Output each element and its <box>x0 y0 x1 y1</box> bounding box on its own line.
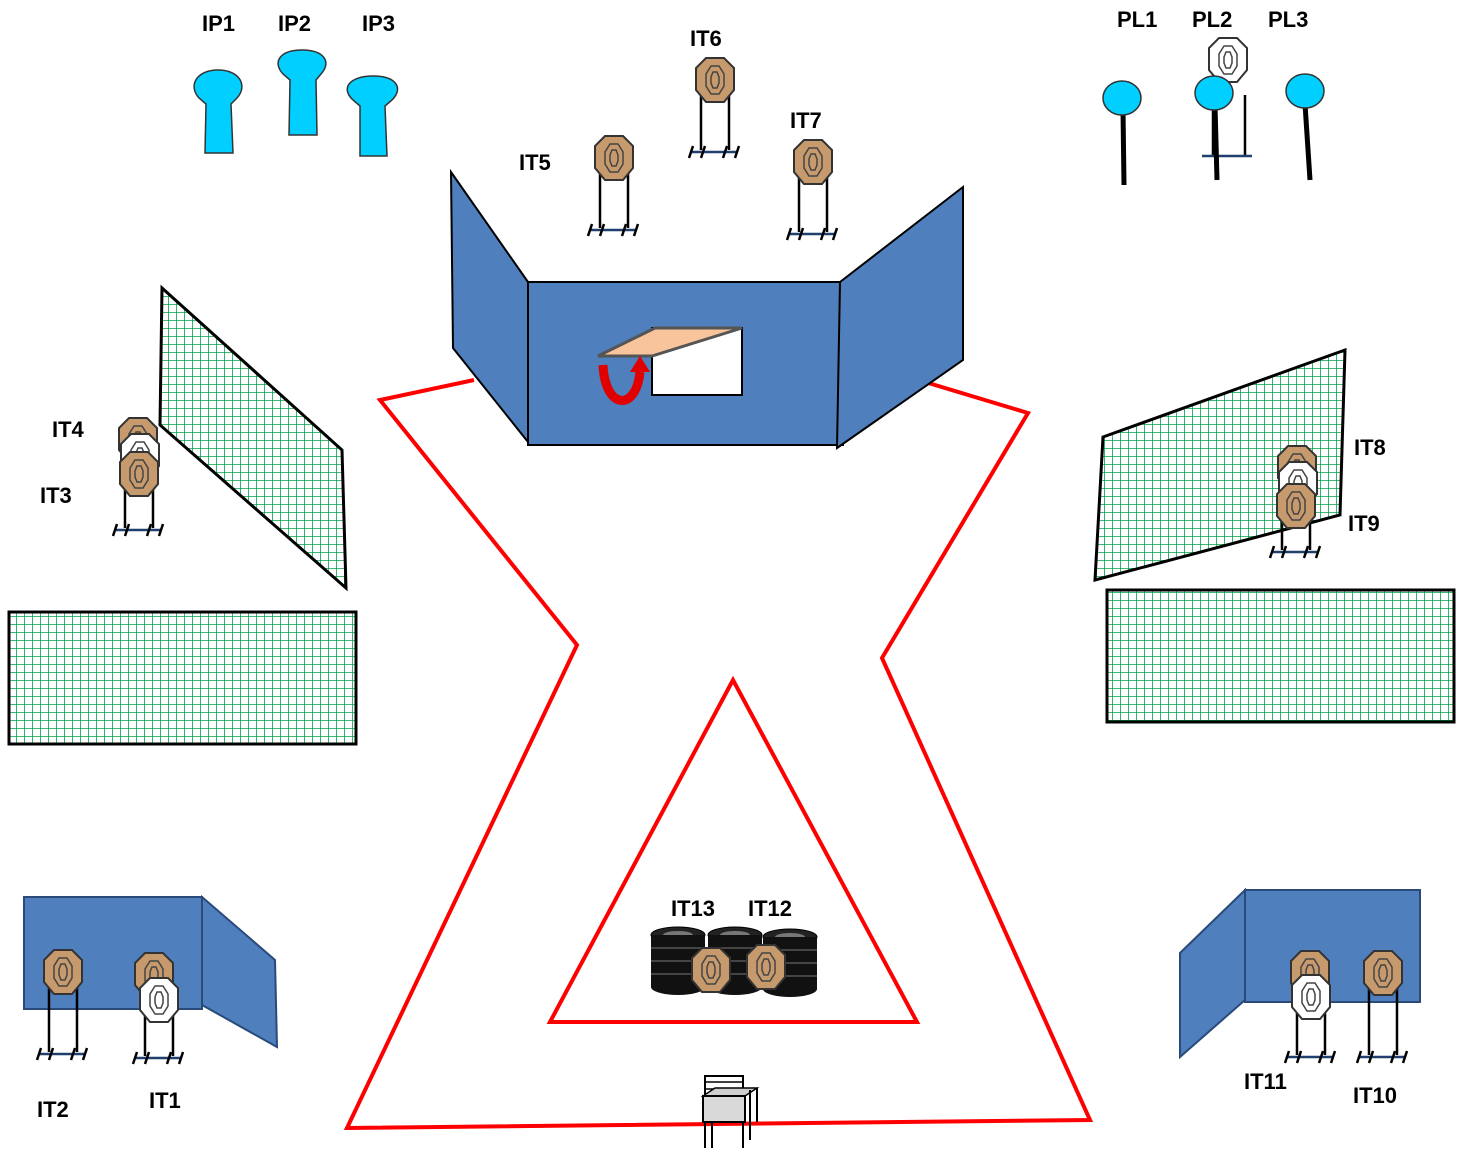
target-it6 <box>687 57 741 160</box>
label-ip3: IP3 <box>362 11 395 36</box>
tire-stack <box>650 926 818 998</box>
target-it2 <box>35 949 89 1061</box>
label-it9: IT9 <box>1348 511 1380 536</box>
plate-pl2 <box>1194 75 1234 181</box>
label-it7: IT7 <box>790 108 822 133</box>
target-it12 <box>746 944 786 990</box>
label-it3: IT3 <box>40 483 72 508</box>
mesh-wall-right-low <box>1105 588 1456 724</box>
popper-ip1 <box>193 69 243 154</box>
label-it10: IT10 <box>1353 1083 1397 1108</box>
plate-pl3 <box>1285 73 1325 181</box>
label-pl3: PL3 <box>1268 7 1308 32</box>
label-it13: IT13 <box>671 896 715 921</box>
label-it2: IT2 <box>37 1097 69 1122</box>
no-shoot-it11 <box>1283 974 1337 1064</box>
label-it8: IT8 <box>1354 435 1386 460</box>
fault-line-outer <box>343 378 1094 1131</box>
label-it1: IT1 <box>149 1088 181 1113</box>
label-ip1: IP1 <box>202 11 235 36</box>
label-it4: IT4 <box>52 417 85 442</box>
label-it11: IT11 <box>1244 1069 1287 1094</box>
mesh-wall-left-low <box>7 610 358 746</box>
label-pl2: PL2 <box>1192 7 1232 32</box>
fault-line-inner-triangle <box>546 675 921 1024</box>
label-ip2: IP2 <box>278 11 311 36</box>
label-it12: IT12 <box>748 896 792 921</box>
labels: IP1 IP2 IP3 IT6 IT5 IT7 PL1 PL2 PL3 IT4 … <box>37 7 1397 1122</box>
popper-ip2 <box>277 49 327 136</box>
center-wall-booth <box>449 168 964 450</box>
target-it10 <box>1355 950 1409 1064</box>
chair-start-position <box>700 1075 760 1148</box>
target-it3 <box>111 451 165 537</box>
mesh-wall-left-angled <box>158 284 348 592</box>
target-it9 <box>1268 483 1322 559</box>
target-it5 <box>586 135 640 238</box>
label-it6: IT6 <box>690 26 722 51</box>
target-it13 <box>691 947 731 993</box>
no-shoot-it1 <box>131 977 185 1065</box>
target-it7 <box>785 139 839 242</box>
popper-ip3 <box>346 75 399 157</box>
label-it5: IT5 <box>519 150 551 175</box>
window-opening <box>597 326 743 405</box>
label-pl1: PL1 <box>1117 7 1157 32</box>
plate-pl1 <box>1102 80 1142 186</box>
